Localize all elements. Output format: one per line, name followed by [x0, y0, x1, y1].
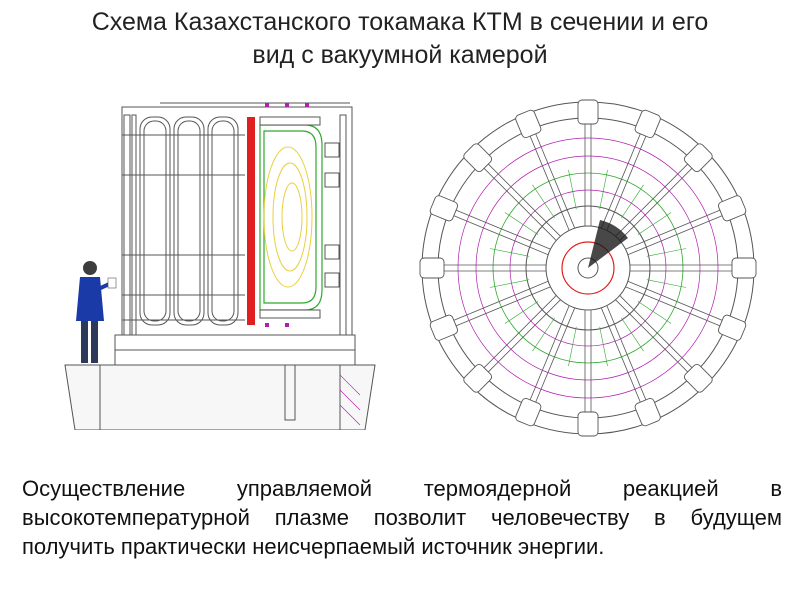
spoke-line: [483, 299, 561, 377]
vessel-segment: [489, 248, 530, 257]
spoke-line: [450, 207, 551, 250]
spoke-line: [625, 207, 726, 250]
radial-ports: [419, 99, 757, 437]
spoke-line: [627, 212, 728, 256]
port-block: [429, 195, 459, 222]
port-block: [634, 397, 661, 427]
vessel-segment: [621, 317, 644, 352]
spoke-line: [606, 305, 649, 406]
vessel-segment: [532, 184, 555, 219]
port-block: [515, 397, 542, 427]
pink-ring-outer: [457, 137, 719, 399]
vessel-segment: [568, 169, 577, 210]
vessel-segment: [504, 301, 539, 324]
port-block: [683, 363, 713, 393]
dark-sector: [588, 220, 628, 268]
port-block: [717, 195, 747, 222]
spoke-line: [479, 295, 557, 373]
port-block: [577, 99, 599, 125]
person-figure-icon: [76, 261, 117, 363]
spoke-line: [606, 130, 649, 231]
port-block: [419, 257, 445, 279]
plasma-contours: [263, 146, 313, 288]
vessel-segment: [599, 169, 608, 210]
spoke-line: [450, 286, 551, 329]
vessel-segment: [489, 279, 530, 288]
port-block: [463, 143, 493, 173]
vessel-segment: [599, 326, 608, 367]
spoke-line: [483, 159, 561, 237]
port-block: [429, 314, 459, 341]
spoke-line: [527, 130, 570, 231]
port-block: [717, 314, 747, 341]
radial-spokes: [438, 118, 738, 418]
tokamak-top-view-drawing: [419, 99, 757, 437]
magenta-markers: [265, 103, 309, 327]
center-core: [577, 257, 599, 279]
vessel-segment: [532, 317, 555, 352]
spoke-line: [615, 159, 693, 237]
foundation: [64, 364, 376, 430]
spoke-line: [532, 307, 576, 408]
spoke-line: [625, 286, 726, 329]
vessel-ring: [492, 172, 684, 364]
central-solenoid: [247, 117, 255, 325]
caption-text: Осуществление управляемой термоядерной р…: [22, 476, 782, 559]
vacuum-vessel: [259, 124, 323, 311]
vessel-segment: [568, 326, 577, 367]
outer-frame: [121, 102, 353, 336]
vessel-segment: [637, 212, 672, 235]
spoke-line: [448, 280, 549, 324]
pink-ring-inner: [509, 189, 667, 347]
inner-ring: [525, 205, 651, 331]
vessel-segment: [621, 184, 644, 219]
center-red-ring: [561, 241, 615, 295]
toroidal-coils: [139, 116, 239, 326]
spoke-line: [619, 295, 697, 373]
vessel-segment: [637, 301, 672, 324]
spoke-line: [527, 305, 570, 406]
spoke-line: [600, 128, 644, 229]
title-line-1: Схема Казахстанского токамака КТМ в сече…: [91, 8, 709, 36]
vessel-segment: [504, 212, 539, 235]
spoke-line: [615, 299, 693, 377]
port-block: [731, 257, 757, 279]
tokamak-cross-section-drawing: [64, 102, 376, 430]
port-block: [683, 143, 713, 173]
spoke-line: [479, 163, 557, 241]
port-block: [515, 109, 542, 139]
spoke-line: [532, 128, 576, 229]
solenoid-ring: [545, 225, 631, 311]
title-line-2: вид с вакуумной камерой: [252, 41, 548, 69]
pink-ring-mid: [475, 155, 701, 381]
spoke-line: [448, 212, 549, 256]
vessel-segment: [646, 248, 687, 257]
vessel-segment: [646, 279, 687, 288]
slide-title: Схема Казахстанского токамака КТМ в сече…: [0, 6, 800, 72]
port-block: [577, 411, 599, 437]
spoke-line: [600, 307, 644, 408]
spoke-line: [627, 280, 728, 324]
poloidal-coils: [259, 116, 340, 319]
port-block: [634, 109, 661, 139]
spoke-line: [619, 163, 697, 241]
port-block: [463, 363, 493, 393]
